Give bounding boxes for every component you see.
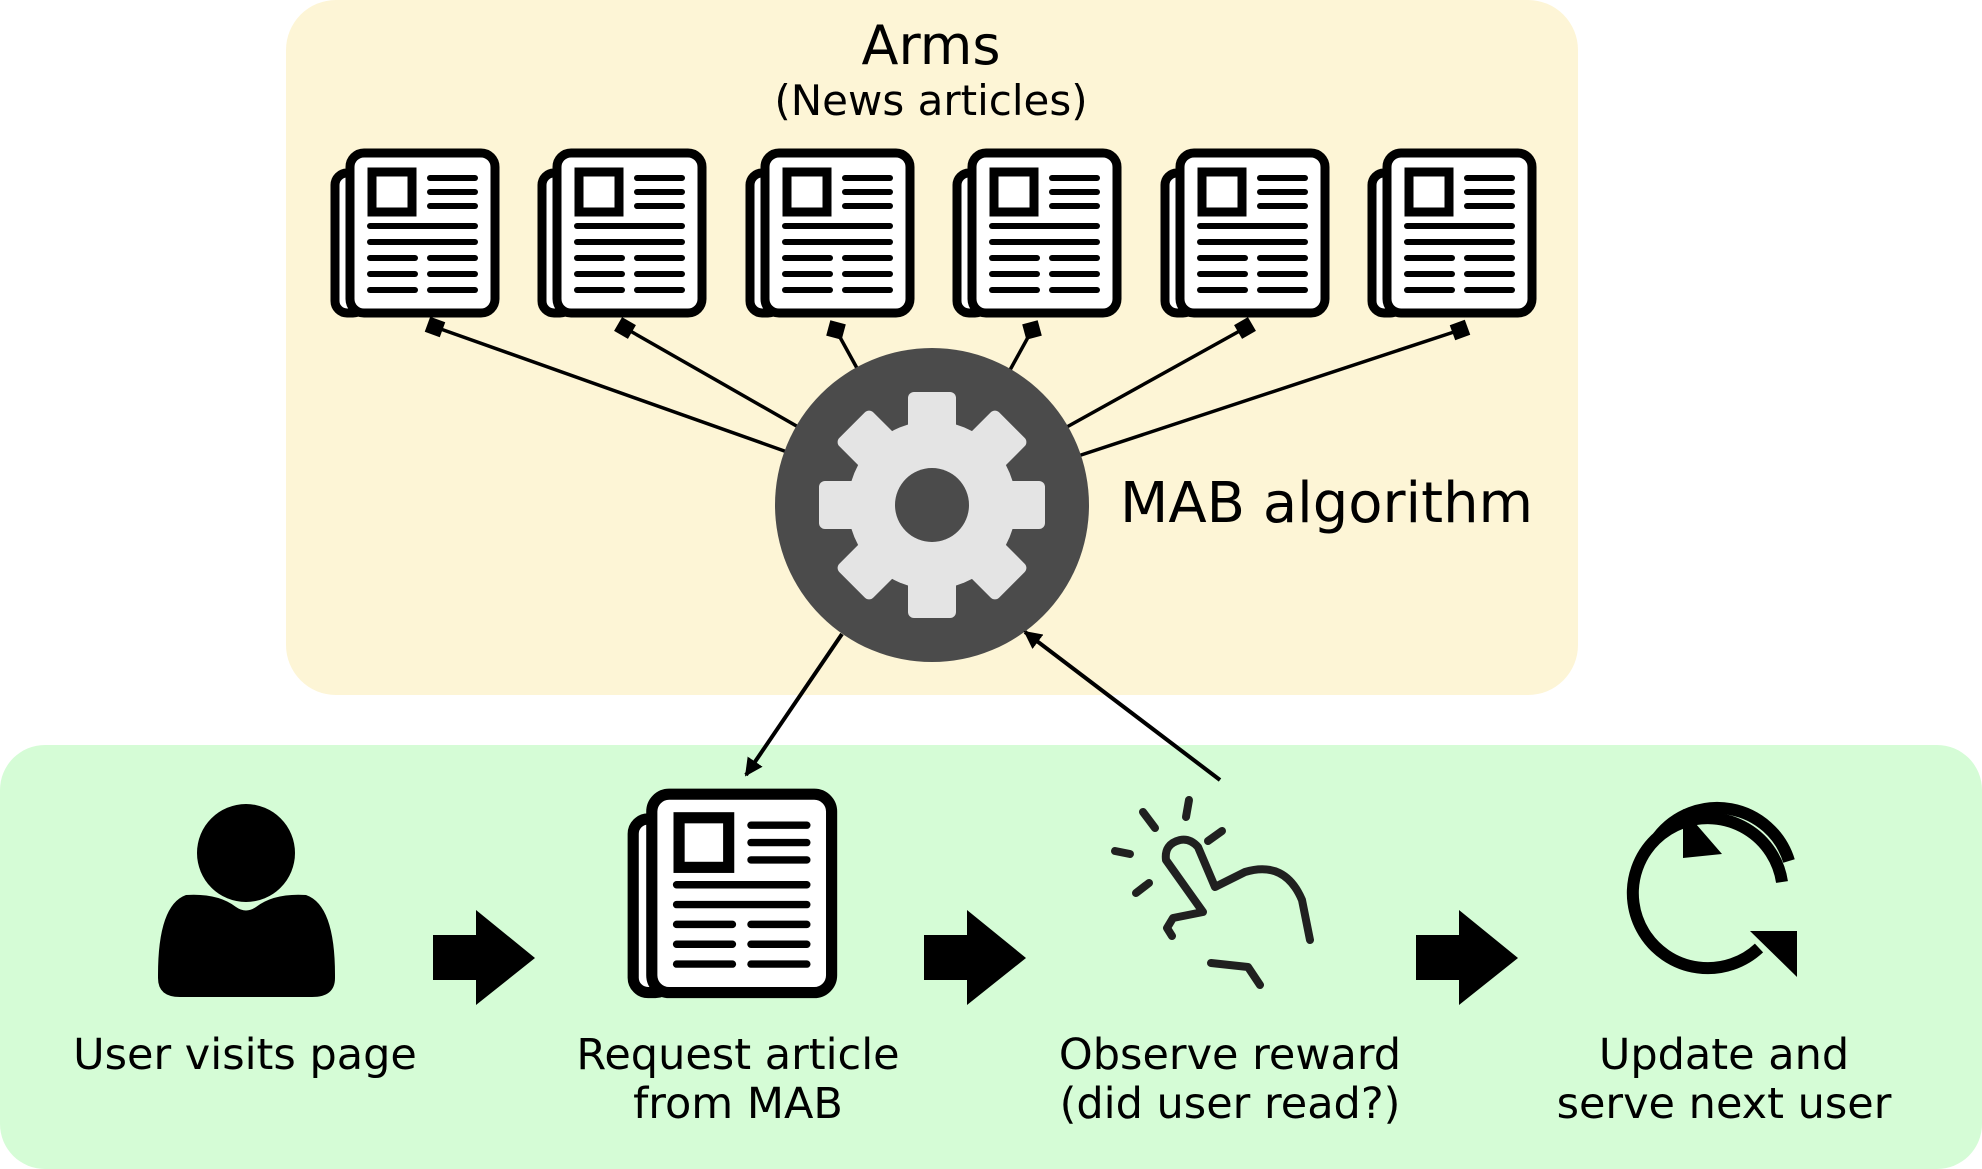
flow-arrow-2 [924, 910, 1026, 1005]
flow-arrow-3 [1416, 910, 1518, 1005]
serve-arrow [744, 632, 844, 777]
refresh-icon [1626, 801, 1797, 977]
arm-article-1 [335, 153, 495, 313]
arm-article-2 [542, 153, 702, 313]
arms-subtitle: (News articles) [774, 76, 1088, 125]
arm-article-4 [957, 153, 1117, 313]
user-icon [158, 804, 335, 997]
step-label-observe-reward: Observe reward(did user read?) [1058, 1030, 1402, 1130]
arm-connectors [434, 325, 1461, 458]
newspaper-icon [633, 794, 831, 992]
flow-arrows [433, 910, 1518, 1005]
arm-article-6 [1372, 153, 1532, 313]
reward-arrow [1023, 630, 1222, 782]
arm-article-3 [750, 153, 910, 313]
connector-ends [424, 316, 1471, 341]
tap-gesture-icon [1111, 796, 1314, 989]
arms-title: Arms [861, 14, 1001, 77]
flow-arrow-1 [433, 910, 535, 1005]
step-label-user-visits: User visits page [73, 1030, 417, 1080]
mab-algorithm-label: MAB algorithm [1120, 471, 1534, 536]
gear-icon [775, 348, 1089, 662]
arm-article-5 [1165, 153, 1325, 313]
